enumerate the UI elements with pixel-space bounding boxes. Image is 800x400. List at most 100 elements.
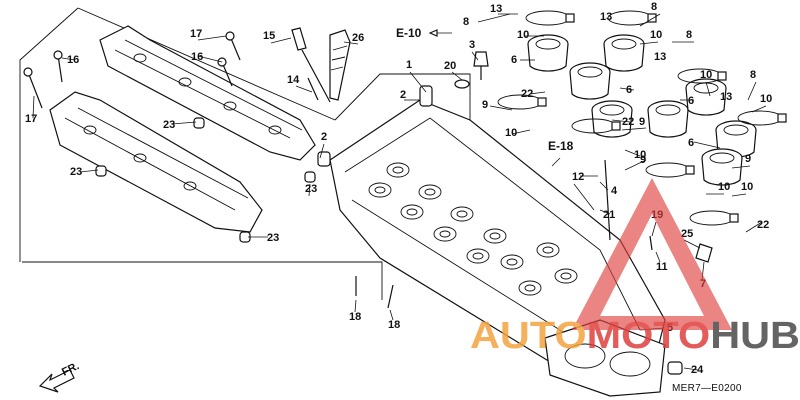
insulator-bore [599, 104, 625, 116]
cover-rib-upper [114, 39, 303, 139]
leader-line [343, 41, 359, 45]
leader-line [511, 129, 531, 135]
callout-10: 10 [760, 93, 772, 105]
leader-line [308, 183, 311, 197]
dowel-pin [667, 361, 683, 375]
valve-bore-inner [406, 208, 418, 216]
watermark-hub: HUB [710, 315, 800, 357]
dowel-pin-2 [419, 85, 433, 107]
callout-13: 13 [600, 11, 612, 23]
valve-bore [433, 226, 457, 242]
leader-line [61, 57, 76, 61]
callout-22: 22 [521, 88, 533, 100]
leader-line [745, 221, 763, 233]
callout-10: 10 [517, 29, 529, 41]
leader-line [79, 169, 99, 173]
clamp-screw [611, 121, 621, 131]
valve-bore [483, 228, 507, 244]
vacuum-tube [604, 159, 611, 241]
cover-bolt-head [53, 50, 63, 60]
hardware-group [454, 51, 713, 263]
leader-line [751, 105, 767, 113]
callout-10: 10 [700, 69, 712, 81]
valve-bore [418, 184, 442, 200]
clamp-screw [537, 97, 547, 107]
callout-24: 24 [691, 364, 704, 376]
grommet [193, 117, 205, 129]
valve-bore [466, 248, 490, 264]
leader-line [451, 71, 463, 81]
joint-pipe [473, 51, 489, 67]
leader-line [270, 37, 292, 44]
water-temp-sensor [291, 27, 307, 51]
leader-line [683, 239, 701, 249]
grommet [304, 171, 316, 183]
band-clamp [737, 110, 783, 126]
callout-23: 23 [70, 166, 82, 178]
gasket-bore [609, 351, 651, 377]
reference-e18: E-18 [548, 139, 574, 153]
callout-25: 25 [681, 228, 693, 240]
section-references: E-10 E-18 [396, 26, 574, 167]
leader-line [197, 35, 227, 41]
leader-line [624, 149, 641, 157]
insulator-body [685, 87, 727, 116]
cover-boss [83, 125, 97, 135]
callout-4: 4 [611, 185, 618, 197]
callout-21: 21 [603, 209, 615, 221]
leader-line [599, 181, 609, 191]
watermark-moto: MOTO [587, 315, 711, 357]
leader-line [651, 221, 657, 237]
clamp-screw [647, 13, 657, 23]
leader-line [573, 183, 595, 211]
valve-bore [554, 268, 578, 284]
stud-bolt-18 [387, 284, 394, 309]
valve-bore-inner [542, 246, 554, 254]
callout-23: 23 [267, 232, 279, 244]
callout-17: 17 [25, 113, 37, 125]
insulator-bore [577, 66, 603, 78]
callout-13: 13 [654, 51, 666, 63]
callout-20: 20 [444, 60, 456, 72]
callout-8: 8 [651, 1, 657, 13]
valve-bore-inner [439, 230, 451, 238]
callout-18: 18 [349, 311, 361, 323]
valve-bores [368, 162, 578, 296]
leader-line [354, 299, 357, 313]
cover-boss [223, 101, 237, 111]
band-clamp [525, 10, 571, 26]
leader-lines [32, 13, 767, 371]
insulator-bore [535, 38, 561, 50]
cover-boss [178, 77, 192, 87]
callout-6: 6 [511, 54, 517, 66]
front-direction-arrow: FR. [38, 360, 81, 393]
insulator-bore [611, 38, 637, 50]
leader-line [477, 13, 511, 23]
leader-line [409, 71, 427, 93]
leader-line [731, 193, 747, 197]
valve-bore-inner [506, 258, 518, 266]
leader-line [747, 81, 757, 101]
callout-3: 3 [469, 39, 475, 51]
reference-arrow [551, 157, 561, 167]
band-clamp [645, 162, 691, 178]
valve-bore-inner [472, 252, 484, 260]
callout-14: 14 [287, 74, 300, 86]
callout-12: 12 [572, 171, 584, 183]
callout-16: 16 [67, 54, 79, 66]
callout-2: 2 [400, 89, 406, 101]
leader-line [639, 13, 661, 27]
valve-bore [518, 280, 542, 296]
callout-13: 13 [720, 91, 732, 103]
valve-bore-inner [560, 272, 572, 280]
callout-13: 13 [490, 3, 502, 15]
valve-bore [386, 162, 410, 178]
leader-line [599, 209, 611, 215]
valve-bore-inner [456, 210, 468, 218]
front-label: FR. [60, 360, 81, 379]
spark-plug [329, 29, 351, 101]
bolt-7 [695, 243, 713, 263]
callout-9: 9 [640, 154, 646, 166]
leader-line [319, 143, 325, 159]
